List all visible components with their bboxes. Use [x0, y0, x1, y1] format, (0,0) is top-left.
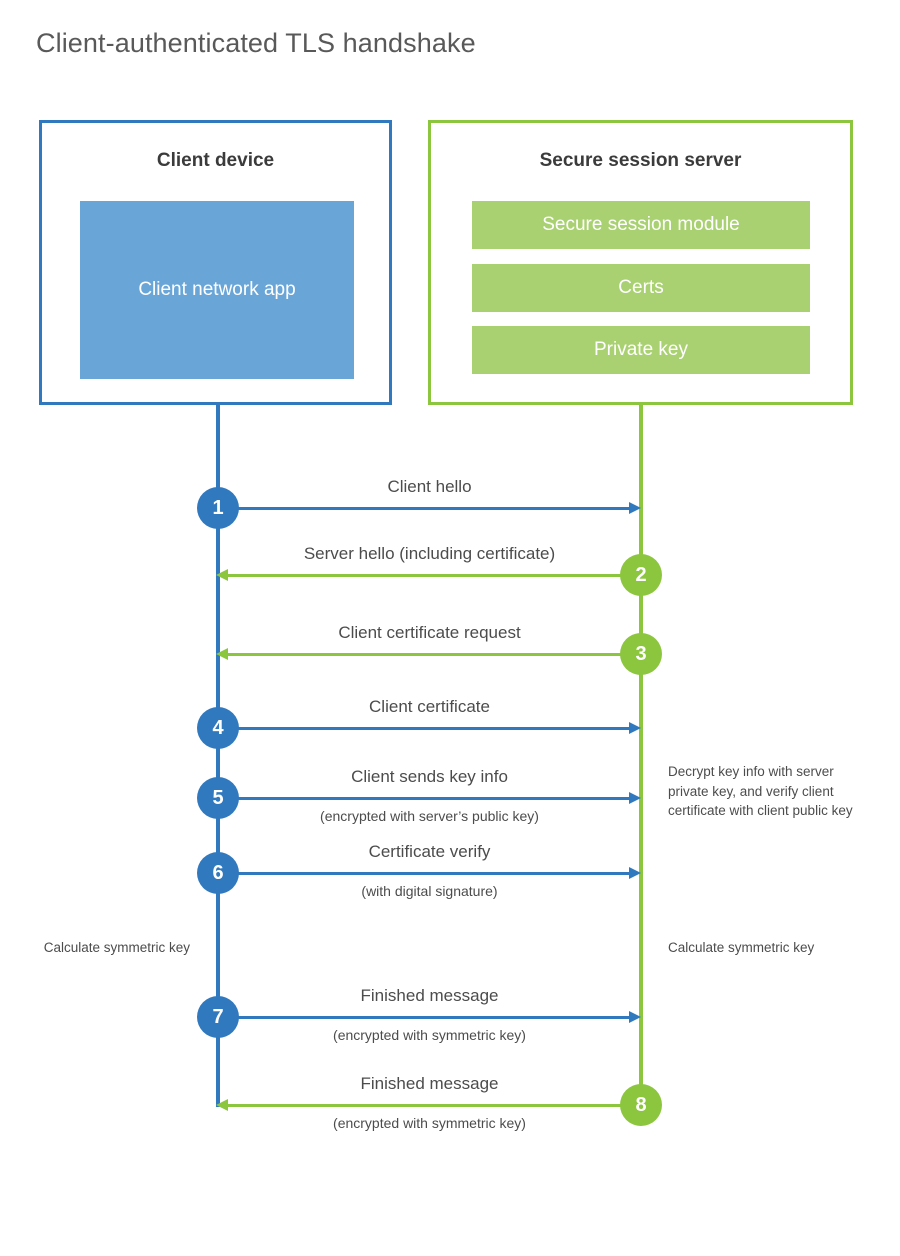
- step-circle-7[interactable]: 7: [197, 996, 239, 1038]
- step-circle-8[interactable]: 8: [620, 1084, 662, 1126]
- message-label-1: Client hello: [387, 477, 472, 496]
- message-label-7: Finished message: [360, 986, 499, 1005]
- step-circle-2[interactable]: 2: [620, 554, 662, 596]
- message-arrow-6: [0, 867, 900, 879]
- message-arrow-3: [0, 648, 900, 660]
- arrow-head-right: [629, 502, 641, 514]
- message-label-6: Certificate verify: [368, 842, 491, 861]
- arrow-shaft: [218, 727, 631, 730]
- arrow-head-left: [216, 569, 228, 581]
- message-arrow-8: [0, 1099, 900, 1111]
- page-title: Client-authenticated TLS handshake: [36, 28, 476, 58]
- message-arrow-4: [0, 722, 900, 734]
- client-lifeline: [216, 403, 220, 1107]
- arrow-head-left: [216, 648, 228, 660]
- arrow-shaft: [218, 507, 631, 510]
- message-label-4: Client certificate: [369, 697, 490, 716]
- arrow-head-left: [216, 1099, 228, 1111]
- step-circle-3[interactable]: 3: [620, 633, 662, 675]
- message-arrow-1: [0, 502, 900, 514]
- message-sublabel-8: (encrypted with symmetric key): [333, 1115, 526, 1131]
- arrow-shaft: [218, 1016, 631, 1019]
- server-block-secure-session-module: Secure session module: [472, 201, 810, 249]
- arrow-head-right: [629, 722, 641, 734]
- server-lifeline: [639, 403, 643, 1107]
- client-device-title: Client device: [156, 150, 275, 171]
- arrow-shaft: [228, 1104, 641, 1107]
- message-sublabel-7: (encrypted with symmetric key): [333, 1027, 526, 1043]
- step-circle-1[interactable]: 1: [197, 487, 239, 529]
- message-label-3: Client certificate request: [338, 623, 521, 642]
- server-block-certs: Certs: [472, 264, 810, 312]
- message-arrow-2: [0, 569, 900, 581]
- client-calculate-symmetric-key-annotation: Calculate symmetric key: [43, 940, 190, 955]
- arrow-head-right: [629, 1011, 641, 1023]
- secure-session-server-box: Secure session server Secure session mod…: [428, 120, 853, 405]
- step-circle-5[interactable]: 5: [197, 777, 239, 819]
- step-circle-6[interactable]: 6: [197, 852, 239, 894]
- server-decrypt-annotation: Decrypt key info with server private key…: [668, 764, 853, 819]
- arrow-head-right: [629, 867, 641, 879]
- message-arrow-7: [0, 1011, 900, 1023]
- arrow-shaft: [228, 574, 641, 577]
- server-calculate-symmetric-key-annotation: Calculate symmetric key: [668, 940, 815, 955]
- message-sublabel-6: (with digital signature): [361, 883, 498, 899]
- message-label-5: Client sends key info: [351, 767, 508, 786]
- message-sublabel-5: (encrypted with server’s public key): [320, 808, 539, 824]
- secure-session-server-title: Secure session server: [539, 150, 742, 171]
- client-device-box: Client device Client network app: [39, 120, 392, 405]
- step-circle-4[interactable]: 4: [197, 707, 239, 749]
- arrow-head-right: [629, 792, 641, 804]
- server-block-private-key: Private key: [472, 326, 810, 374]
- client-network-app-block: Client network app: [80, 201, 354, 379]
- arrow-shaft: [218, 797, 631, 800]
- message-label-8: Finished message: [360, 1074, 499, 1093]
- message-label-2: Server hello (including certificate): [303, 544, 556, 563]
- message-arrow-5: [0, 792, 900, 804]
- arrow-shaft: [228, 653, 641, 656]
- arrow-shaft: [218, 872, 631, 875]
